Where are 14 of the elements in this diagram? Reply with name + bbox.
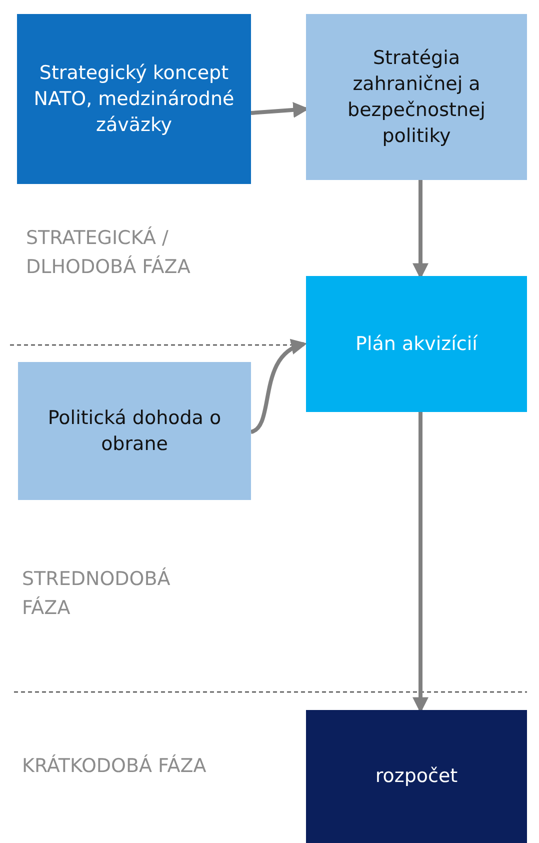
process-box — [306, 276, 527, 412]
box-text: Strategický koncept NATO, medzinárodné záväzky — [32, 60, 236, 138]
box-text: Politická dohoda o obrane — [46, 406, 222, 457]
process-box — [18, 362, 251, 500]
arrow — [250, 340, 308, 434]
box-text: Plán akvizícií — [356, 332, 478, 357]
phase-label: STRATEGICKÁ / DLHODOBÁ FÁZA — [26, 225, 192, 280]
box-text: rozpočet — [375, 764, 458, 790]
process-box — [17, 14, 251, 184]
phase-label: KRÁTKODOBÁ FÁZA — [22, 753, 208, 779]
process-box — [306, 14, 527, 180]
box-text: Stratégia zahraničnej a bezpečnostnej politiky — [346, 46, 486, 150]
phase-label: STREDNODOBÁ FÁZA — [22, 566, 172, 622]
process-box — [306, 710, 527, 843]
